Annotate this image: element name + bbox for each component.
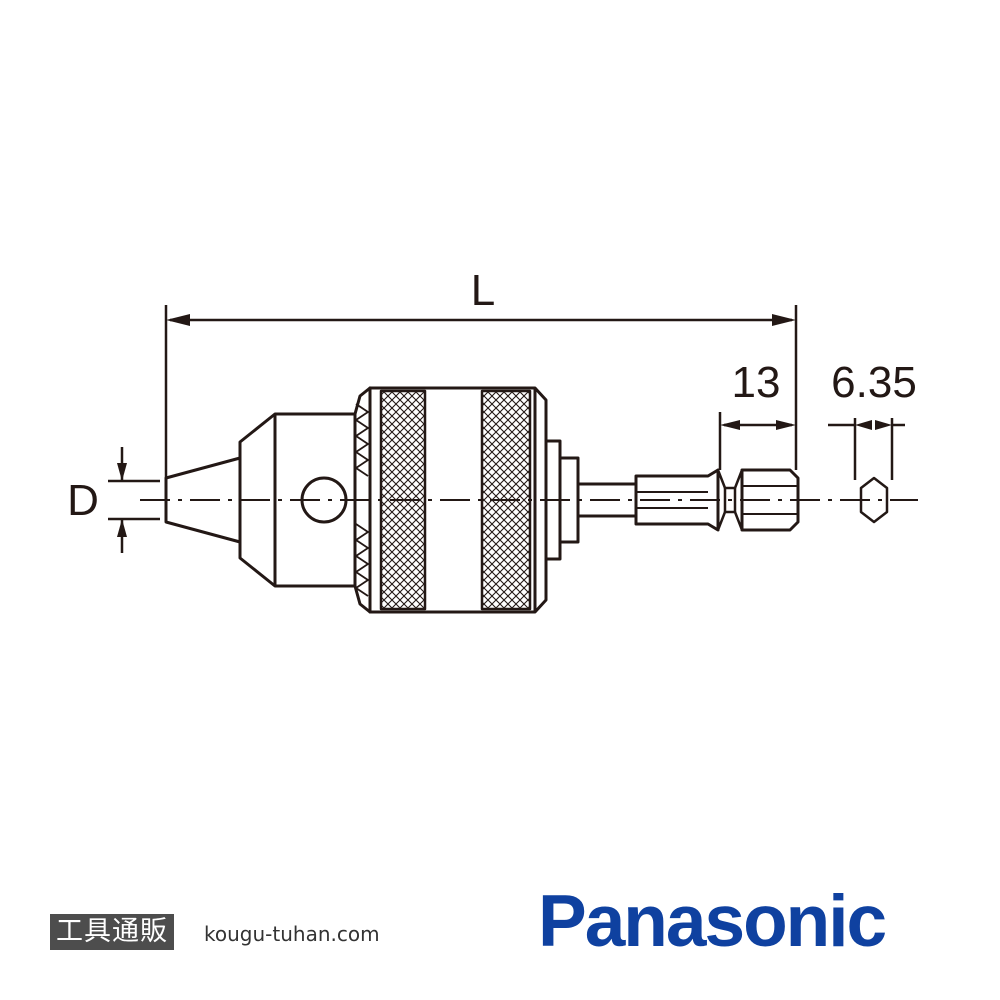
l-arrow-left: [166, 314, 190, 326]
shop-url: kougu-tuhan.com: [204, 922, 380, 946]
hex-length-arrow-left: [720, 420, 740, 430]
length-label: L: [471, 266, 495, 315]
d-arrow-bottom: [117, 519, 127, 537]
hex-length-label: 13: [732, 358, 781, 407]
shop-badge: 工具通販: [50, 914, 174, 950]
hex-size-arrow-left: [855, 420, 872, 430]
hex-groove: [716, 469, 744, 490]
d-arrow-top: [117, 463, 127, 481]
hex-end-view: [859, 476, 889, 524]
hex-size-arrow-right: [875, 420, 892, 430]
hex-size-label: 6.35: [831, 358, 917, 407]
chuck-teeth: [355, 403, 369, 597]
l-arrow-right: [772, 314, 796, 326]
brand-logo: Panasonic: [538, 881, 887, 962]
hex-length-arrow-right: [776, 420, 796, 430]
diameter-label: D: [67, 476, 99, 525]
